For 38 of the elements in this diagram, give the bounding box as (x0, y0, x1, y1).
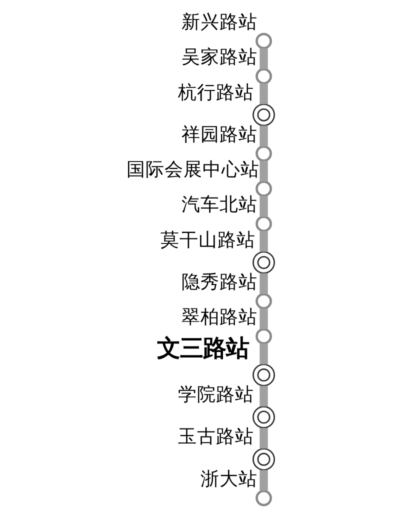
node-circle (255, 145, 272, 162)
node-label: 国际会展中心站 (126, 160, 260, 181)
node-label: 文三路站 (156, 334, 249, 362)
connector (259, 308, 268, 330)
node-interchange (252, 364, 275, 386)
connector (259, 196, 268, 217)
connector (259, 48, 268, 70)
node-circle (255, 180, 272, 197)
node-circle (255, 216, 272, 232)
connector (259, 83, 268, 104)
connector (259, 344, 268, 364)
node-label: 莫干山路站 (160, 230, 256, 251)
node-circle (255, 292, 272, 310)
connector (259, 126, 268, 146)
node-label: 杭行路站 (178, 82, 254, 104)
node-interchange (252, 448, 275, 471)
node-label: 翠柏路站 (181, 307, 258, 328)
connector (259, 231, 268, 252)
node-label: 玉古路站 (178, 426, 254, 448)
node-label: 新兴路站 (181, 12, 258, 33)
connector (259, 160, 268, 182)
node-label: 汽车北站 (181, 194, 258, 216)
connector (259, 470, 268, 491)
node-label: 隐秀路站 (181, 272, 258, 294)
node-interchange (252, 406, 275, 428)
connector (259, 428, 268, 449)
node-circle (255, 490, 272, 506)
node-interchange (252, 251, 275, 274)
node-label: 学院路站 (178, 384, 254, 406)
connector (259, 273, 268, 294)
node-label: 吴家路站 (181, 47, 258, 68)
connector (259, 386, 268, 406)
node-label: 浙大站 (200, 468, 257, 490)
node-interchange (252, 104, 275, 126)
node-circle (255, 32, 272, 50)
node-circle (255, 68, 272, 84)
node-label: 祥园路站 (181, 124, 258, 146)
node-circle (255, 328, 272, 345)
